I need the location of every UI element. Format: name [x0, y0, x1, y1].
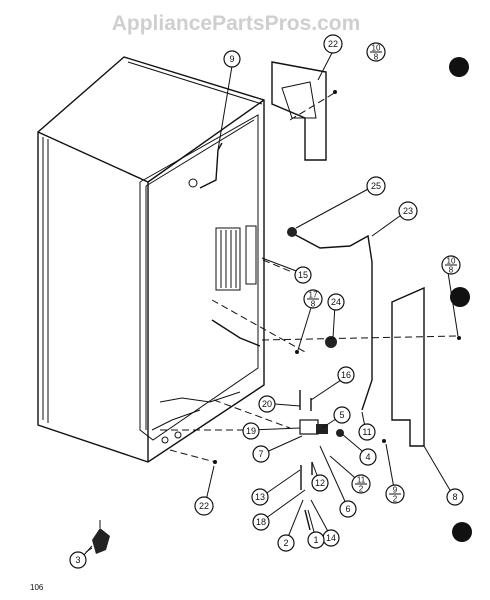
page-number: 106	[30, 583, 44, 592]
callout-12: 12	[311, 474, 329, 492]
svg-text:14: 14	[326, 533, 336, 543]
refrigerator-cabinet	[37, 56, 265, 463]
svg-text:20: 20	[262, 399, 272, 409]
relay-connector	[325, 336, 337, 348]
svg-text:19: 19	[246, 426, 256, 436]
svg-text:1: 1	[313, 535, 318, 545]
callout-17-8: 17 8	[303, 289, 323, 309]
registration-dot-top	[449, 57, 469, 77]
svg-text:16: 16	[341, 370, 351, 380]
svg-text:18: 18	[256, 517, 266, 527]
callout-22-top: 22	[323, 34, 343, 54]
svg-text:13: 13	[255, 492, 265, 502]
callout-15: 15	[294, 266, 312, 284]
callout-13: 13	[251, 488, 269, 506]
callout-18: 18	[252, 513, 270, 531]
callout-leaders	[82, 50, 459, 557]
callout-3: 3	[69, 551, 87, 569]
svg-text:4: 4	[365, 452, 370, 462]
svg-text:11: 11	[362, 427, 371, 437]
svg-text:3: 3	[75, 555, 80, 565]
callout-16: 16	[337, 366, 355, 384]
svg-text:10: 10	[447, 257, 456, 266]
svg-text:8: 8	[452, 492, 457, 502]
svg-text:9: 9	[393, 486, 398, 495]
callout-11-2: 11 2	[351, 474, 371, 494]
callout-23: 23	[398, 201, 418, 221]
svg-text:2: 2	[283, 538, 288, 548]
svg-text:15: 15	[298, 270, 308, 280]
svg-text:23: 23	[403, 206, 413, 216]
registration-dot-middle	[450, 287, 470, 307]
callout-2: 2	[277, 534, 295, 552]
cover-panel-right	[391, 286, 425, 447]
overload-part	[336, 429, 344, 437]
relay-terminal	[316, 424, 328, 434]
svg-text:7: 7	[258, 449, 263, 459]
registration-dot-bottom	[452, 522, 472, 542]
svg-text:8: 8	[311, 300, 316, 309]
leader-lines	[160, 91, 459, 463]
callout-20: 20	[258, 395, 276, 413]
svg-text:22: 22	[328, 39, 338, 49]
svg-text:11: 11	[357, 476, 366, 485]
callout-22-bottom: 22	[194, 496, 214, 516]
svg-text:17: 17	[309, 291, 318, 300]
svg-text:12: 12	[315, 478, 325, 488]
callout-10-8-top: 10 8	[366, 42, 386, 62]
power-cord	[289, 231, 373, 411]
callout-25: 25	[366, 176, 386, 196]
callout-6: 6	[339, 500, 357, 518]
svg-text:5: 5	[339, 410, 344, 420]
watermark-text: AppliancePartsPros.com	[112, 12, 361, 35]
callout-8: 8	[446, 488, 464, 506]
callout-19: 19	[242, 422, 260, 440]
relay-block	[299, 419, 319, 435]
callout-14: 14	[322, 529, 340, 547]
callout-11: 11	[358, 423, 376, 441]
callout-24: 24	[327, 293, 345, 311]
callout-9-2: 9 2	[385, 484, 405, 504]
callout-4: 4	[359, 448, 377, 466]
cord-grommet	[287, 227, 297, 237]
svg-text:24: 24	[331, 297, 341, 307]
svg-text:8: 8	[374, 53, 379, 62]
callout-5: 5	[333, 406, 351, 424]
svg-text:9: 9	[229, 54, 234, 64]
svg-text:6: 6	[345, 504, 350, 514]
svg-text:2: 2	[359, 485, 364, 494]
svg-text:8: 8	[449, 266, 454, 275]
callout-9: 9	[223, 50, 241, 68]
svg-text:22: 22	[199, 501, 209, 511]
callout-10-8-right: 10 8	[441, 255, 461, 275]
callout-7: 7	[252, 445, 270, 463]
callout-1: 1	[307, 531, 325, 549]
svg-text:2: 2	[393, 495, 398, 504]
cover-panel-top	[271, 61, 327, 161]
svg-text:25: 25	[371, 181, 381, 191]
svg-text:10: 10	[372, 44, 381, 53]
